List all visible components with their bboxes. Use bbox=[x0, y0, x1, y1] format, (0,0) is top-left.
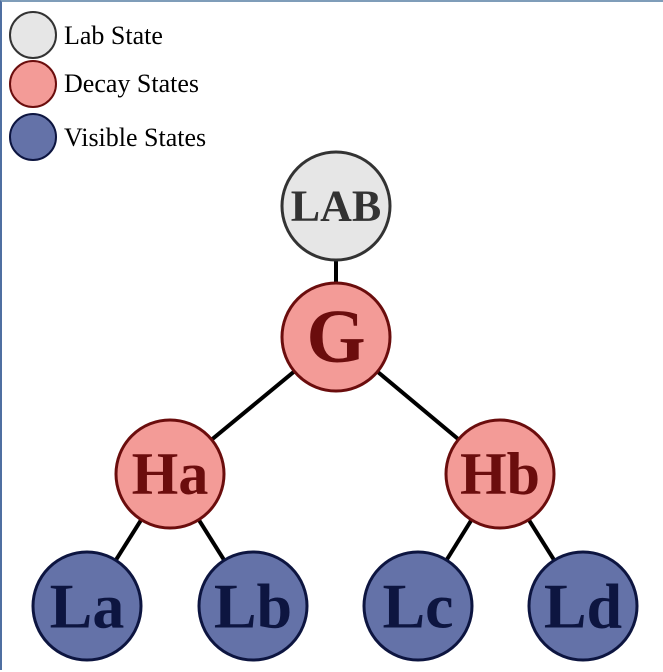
node-label-ld: Ld bbox=[544, 571, 622, 642]
node-label-ha: Ha bbox=[132, 441, 209, 507]
node-lc: Lc bbox=[362, 550, 474, 662]
legend-item-decay: Decay States bbox=[9, 60, 199, 108]
legend-item-visible: Visible States bbox=[9, 113, 206, 161]
node-g: G bbox=[280, 281, 392, 393]
legend-label-visible: Visible States bbox=[64, 123, 206, 152]
legend-label-lab: Lab State bbox=[64, 21, 163, 50]
node-ha: Ha bbox=[114, 418, 226, 530]
node-circle-lb bbox=[197, 550, 309, 662]
node-label-g: G bbox=[306, 295, 365, 379]
tree-edges bbox=[85, 206, 585, 608]
node-la: La bbox=[31, 550, 143, 662]
node-circle-lab bbox=[280, 150, 392, 262]
legend-swatch-lab bbox=[9, 11, 57, 59]
node-hb: Hb bbox=[444, 418, 556, 530]
node-lab: LAB bbox=[280, 150, 392, 262]
node-circle-hb bbox=[444, 418, 556, 530]
node-label-lb: Lb bbox=[214, 571, 292, 642]
node-label-lab: LAB bbox=[291, 182, 381, 231]
node-circle-ha bbox=[114, 418, 226, 530]
node-circle-ld bbox=[527, 550, 639, 662]
legend-swatch-decay bbox=[9, 60, 57, 108]
node-ld: Ld bbox=[527, 550, 639, 662]
node-lb: Lb bbox=[197, 550, 309, 662]
node-label-hb: Hb bbox=[460, 441, 540, 507]
node-circle-la bbox=[31, 550, 143, 662]
legend: Lab State Decay States Visible States bbox=[9, 11, 206, 161]
legend-item-lab: Lab State bbox=[9, 11, 163, 59]
legend-label-decay: Decay States bbox=[64, 69, 199, 98]
node-circle-lc bbox=[362, 550, 474, 662]
node-label-la: La bbox=[50, 571, 125, 642]
legend-swatch-visible bbox=[9, 113, 57, 161]
node-circle-g bbox=[280, 281, 392, 393]
node-label-lc: Lc bbox=[382, 571, 453, 642]
